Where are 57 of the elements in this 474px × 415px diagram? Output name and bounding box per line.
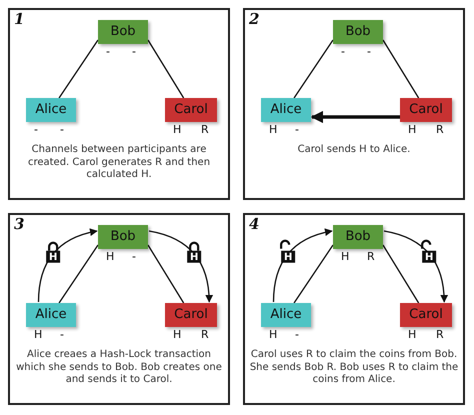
panel	[8, 8, 230, 200]
description-text: Channels between participants are created. Carol generates R and then calculated H.	[26, 144, 212, 182]
value-label: R	[201, 329, 209, 341]
value-label: -	[132, 251, 136, 263]
value-label: H	[341, 251, 350, 263]
panel	[8, 213, 230, 405]
participant-box: Alice	[26, 303, 76, 327]
participant-box: Carol	[400, 303, 452, 327]
value-label: H	[408, 124, 416, 136]
value-label: -	[367, 46, 371, 58]
participant-box: Alice	[26, 98, 76, 122]
value-label: H	[106, 251, 114, 263]
value-label: -	[341, 46, 345, 58]
value-label: -	[60, 329, 64, 341]
arrow	[38, 228, 98, 302]
participant-box: Bob	[98, 20, 148, 44]
value-label: R	[436, 329, 444, 341]
description-text: Alice creaes a Hash-Lock transaction which she sends to Bob. Bob creates one and sends it to Carol.	[15, 349, 223, 386]
panel-number: 2	[249, 11, 260, 28]
panel-number: 3	[14, 216, 24, 233]
edge-label: H	[48, 252, 58, 263]
panel-number: 4	[249, 216, 260, 233]
participant-box: Bob	[98, 225, 148, 249]
arrow	[384, 230, 448, 303]
edge-label: H	[188, 252, 200, 263]
panel-number: 1	[14, 11, 24, 28]
value-label: -	[295, 329, 299, 341]
value-label: R	[436, 124, 444, 136]
panel	[243, 213, 465, 405]
participant-box: Carol	[165, 303, 217, 327]
value-label: H	[408, 329, 416, 341]
value-label: -	[34, 124, 38, 136]
participant-box: Carol	[400, 98, 452, 122]
participant-box: Carol	[165, 98, 217, 122]
value-label: -	[106, 46, 110, 58]
participant-box: Alice	[261, 98, 311, 122]
participant-box: Alice	[261, 303, 311, 327]
value-label: R	[367, 251, 375, 263]
edge-label: H	[424, 252, 434, 263]
arrow	[148, 230, 213, 303]
value-label: R	[201, 124, 209, 136]
panel	[243, 8, 465, 200]
value-label: -	[132, 46, 136, 58]
edge-label: H	[282, 252, 294, 263]
arrow	[272, 228, 333, 302]
arrow	[310, 110, 400, 124]
value-label: H	[173, 124, 182, 136]
participant-box: Bob	[333, 20, 383, 44]
value-label: H	[34, 329, 42, 341]
value-label: -	[295, 124, 299, 136]
description-text: Carol uses R to claim the coins from Bob. She sends Bob R. Bob uses R to claim the coins from Alice.	[248, 349, 460, 386]
value-label: H	[173, 329, 182, 341]
description-text: Carol sends H to Alice.	[296, 144, 412, 156]
value-label: H	[269, 124, 278, 136]
value-label: H	[269, 329, 278, 341]
value-label: -	[60, 124, 64, 136]
participant-box: Bob	[333, 225, 383, 249]
